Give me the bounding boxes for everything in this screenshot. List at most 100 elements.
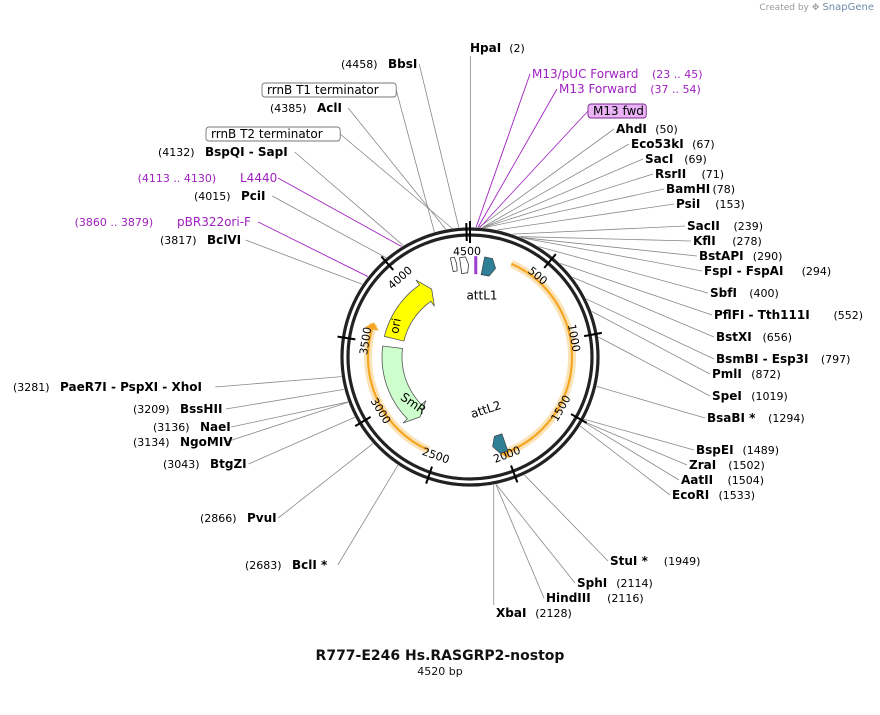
leader-pflfi-tth111i xyxy=(560,263,713,316)
leader-fspi-fspai xyxy=(521,237,703,272)
site-ecori-name: EcoRI xyxy=(672,488,709,502)
tick-mark-4000 xyxy=(380,255,395,271)
tick-mark-1500 xyxy=(570,413,588,424)
site-zrai-name: ZraI xyxy=(689,458,716,472)
site-bclvi-pos: (3817) xyxy=(160,234,197,247)
primer-m13-forward-name: M13 Forward xyxy=(559,82,637,96)
backbone-arc-line xyxy=(366,323,430,452)
tick-label-4000: 4000 xyxy=(385,264,415,292)
tick-mark-2000 xyxy=(510,465,519,483)
site-aatii-name: AatII xyxy=(681,473,713,487)
site-sbfi-pos: (400) xyxy=(749,287,779,300)
m13-fwd-marker xyxy=(474,256,478,275)
primer-l4440-name: L4440 xyxy=(240,171,277,185)
site-pmli-pos: (872) xyxy=(751,368,781,381)
leader-naei xyxy=(231,401,349,428)
site-pcii-pos: (4015) xyxy=(194,190,231,203)
leader-aatii xyxy=(582,421,680,481)
leader-rrnb-t2-terminator xyxy=(339,133,453,229)
site-hindiii-name: HindIII xyxy=(546,591,591,605)
plasmid-length: 4520 bp xyxy=(417,665,463,678)
site-pmli-name: PmlI xyxy=(712,367,742,381)
site-bsmbi-esp3i-name: BsmBI - Esp3I xyxy=(716,352,808,366)
leader-rsrii xyxy=(482,173,654,229)
smr-feature-arrow xyxy=(381,345,427,424)
leader-pmli xyxy=(591,311,711,375)
primer-m13-forward-pos: (37 .. 54) xyxy=(650,83,701,96)
site-bsshii-pos: (3209) xyxy=(133,403,170,416)
site-paer7i-pspxi-xhoi-pos: (3281) xyxy=(13,381,50,394)
site-stui-name: StuI * xyxy=(610,554,649,568)
attl1-feature-arrow xyxy=(480,256,496,277)
site-pflfi-tth111i-pos: (552) xyxy=(834,309,864,322)
terminator-t2-marker xyxy=(449,256,458,273)
leader-psii xyxy=(497,203,675,231)
site-acli-pos: (4385) xyxy=(270,102,307,115)
site-bcli-name: BclI * xyxy=(292,558,328,572)
leader-bspei xyxy=(584,418,695,451)
site-sphi-name: SphI xyxy=(577,576,607,590)
site-bamhi-name: BamHI xyxy=(666,182,710,196)
plasmid-title: R777-E246 Hs.RASGRP2-nostop xyxy=(315,648,565,664)
leader-ahdi xyxy=(478,128,615,228)
leader-bamhi xyxy=(483,188,665,229)
snapgene-logo-icon: ✥ xyxy=(811,2,820,13)
leader-hindiii xyxy=(495,484,545,599)
credit-brand: SnapGene xyxy=(822,2,874,13)
leader-bsmbi-esp3i xyxy=(586,298,715,360)
leader-l4440 xyxy=(277,177,402,247)
site-zrai-pos: (1502) xyxy=(728,459,765,472)
site-ecori-pos: (1533) xyxy=(719,489,756,502)
attl1-label: attL1 xyxy=(466,289,497,303)
tick-mark-2500 xyxy=(425,466,433,484)
site-fspi-fspai-name: FspI - FspAI xyxy=(704,264,783,278)
leader-zrai xyxy=(582,420,688,466)
site-pvui-pos: (2866) xyxy=(200,512,237,525)
primer-l4440-pos: (4113 .. 4130) xyxy=(138,172,217,185)
site-btgzi-pos: (3043) xyxy=(163,458,200,471)
site-bbsi-pos: (4458) xyxy=(341,58,378,71)
tick-mark-500 xyxy=(543,253,557,269)
site-ngomiv-name: NgoMIV xyxy=(180,435,233,449)
leader-saci xyxy=(482,158,644,228)
leader-pvui xyxy=(277,443,374,519)
leader-sacii xyxy=(512,225,686,235)
leader-rrnb-t1-terminator xyxy=(395,89,435,233)
backbone-outer-strand xyxy=(340,227,600,487)
leader-pcii xyxy=(272,195,387,259)
site-pcii-name: PciI xyxy=(241,189,266,203)
site-bstapi-pos: (290) xyxy=(753,250,783,263)
tick-mark-1000 xyxy=(583,331,602,338)
leader-sphi xyxy=(495,484,576,584)
site-sacii-name: SacII xyxy=(687,219,720,233)
leader-kfli xyxy=(518,236,692,242)
site-spei-name: SpeI xyxy=(712,389,742,403)
leader-bstapi xyxy=(520,237,698,257)
site-ngomiv-pos: (3134) xyxy=(133,436,170,449)
ori-feature-arrow xyxy=(383,279,435,342)
site-rsrii-pos: (71) xyxy=(702,168,725,181)
leader-paer7i-pspxi-xhoi xyxy=(215,376,342,388)
site-eco53ki-pos: (67) xyxy=(692,138,715,151)
tick-label-3000: 3000 xyxy=(368,396,394,427)
leader-bclvi xyxy=(245,239,363,285)
leader-bsabi xyxy=(596,385,706,419)
site-ahdi-name: AhdI xyxy=(616,122,647,136)
site-bstxi-pos: (656) xyxy=(763,331,793,344)
site-spei-pos: (1019) xyxy=(751,390,788,403)
site-naei-pos: (3136) xyxy=(153,421,190,434)
leader-m13-forward xyxy=(477,88,558,228)
site-btgzi-name: BtgZI xyxy=(210,457,247,471)
leader-spei xyxy=(598,336,711,397)
tick-mark-3000 xyxy=(354,415,372,427)
site-hpai-name: HpaI xyxy=(470,41,501,55)
leader-bbsi xyxy=(418,63,460,228)
site-bsshii-name: BssHII xyxy=(180,402,222,416)
attl2-feature-arrow xyxy=(492,433,509,454)
site-saci-name: SacI xyxy=(645,152,673,166)
site-bsmbi-esp3i-pos: (797) xyxy=(821,353,851,366)
site-saci-pos: (69) xyxy=(684,153,707,166)
tick-label-2500: 2500 xyxy=(420,445,451,466)
site-xbai-name: XbaI xyxy=(496,606,526,620)
